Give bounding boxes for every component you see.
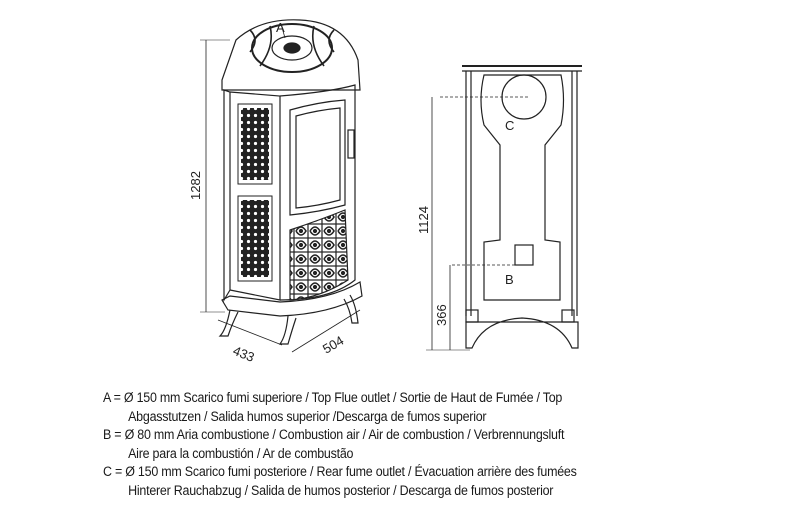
legend-c-line1: C = Ø 150 mm Scarico fumi posteriore / R… [103,464,577,480]
height-dim-1124: 1124 [416,206,431,234]
legend-a-line1: A = Ø 150 mm Scarico fumi superiore / To… [103,390,563,405]
width-dim-504: 504 [320,333,346,357]
legend-c-line2: Hinterer Rauchabzug / Salida de humos po… [128,482,554,498]
label-a: A [276,20,285,35]
legend-b-line2: Aire para la combustión / Ar de combustã… [128,445,354,461]
stove-rear-view: C B 1124 366 [416,65,582,351]
label-b: B [505,272,514,287]
technical-drawing: A 1282 433 504 C B 1124 366 [188,19,582,365]
legend-a-line2: Abgasstutzen / Salida humos superior /De… [128,408,487,424]
label-c: C [505,118,514,133]
height-dim-366: 366 [434,304,449,326]
legend-b-line1: B = Ø 80 mm Aria combustione / Combustio… [103,427,565,443]
height-dim-1282: 1282 [188,171,203,200]
depth-dim-433: 433 [231,343,257,365]
legend: A = Ø 150 mm Scarico fumi superiore / To… [103,389,577,501]
stove-front-view: A 1282 433 504 [188,19,363,365]
